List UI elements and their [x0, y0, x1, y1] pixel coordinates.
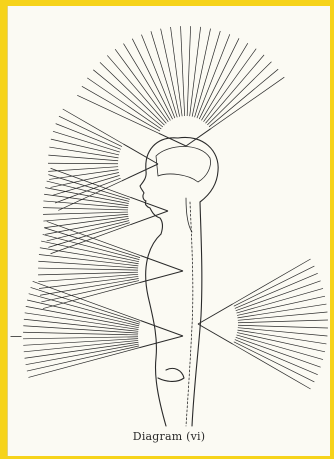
left-tick-mark: —: [10, 329, 22, 343]
anatomy-diagram: —: [8, 6, 330, 456]
arm-outline: [158, 368, 184, 381]
fan-ray: [207, 62, 271, 125]
fan-ray: [197, 34, 230, 118]
right-fan: [198, 259, 328, 389]
fan-ray: [47, 221, 141, 255]
fan-ray: [141, 35, 174, 119]
funnel-edge: [198, 324, 233, 344]
funnel-edge: [140, 336, 183, 348]
fan-ray: [211, 77, 285, 129]
fan-ray: [43, 208, 128, 210]
fan-ray: [234, 342, 315, 382]
fan-ray: [187, 26, 190, 116]
fan-ray: [63, 109, 124, 144]
fan-ray: [238, 320, 328, 323]
fan-ray: [238, 330, 327, 344]
fan-ray: [181, 26, 185, 116]
back-outline: [192, 202, 202, 426]
fan-ray: [47, 181, 130, 201]
chest-outline: [146, 234, 166, 426]
fan-ray: [26, 306, 139, 327]
fan-ray: [43, 212, 128, 214]
fan-ray: [234, 266, 315, 306]
fan-ray: [43, 214, 128, 221]
fan-ray: [51, 173, 119, 188]
fan-ray: [238, 304, 327, 318]
mouth-fan: [43, 168, 168, 254]
spine-column: [186, 202, 193, 426]
fan-ray: [41, 241, 139, 262]
lower-left-fan: [23, 281, 183, 377]
diagram-caption: Diagram (vi): [8, 430, 330, 443]
funnel-edge: [130, 197, 168, 211]
fan-ray: [115, 49, 168, 122]
fan-ray: [236, 335, 323, 360]
funnel-edge: [122, 164, 158, 181]
fan-ray: [51, 225, 131, 254]
fan-ray: [44, 194, 128, 205]
fan-ray: [238, 312, 328, 320]
fan-ray: [82, 86, 160, 131]
fan-ray: [238, 325, 328, 328]
fan-ray: [238, 328, 328, 336]
fan-ray: [29, 294, 140, 324]
fan-ray: [39, 254, 138, 265]
fan-ray: [41, 281, 139, 302]
fan-rays: [23, 26, 328, 389]
brain-mass: [156, 147, 211, 183]
funnel-edge: [198, 304, 233, 324]
fan-ray: [26, 344, 139, 365]
top-fan: [77, 26, 284, 146]
fan-ray: [23, 332, 138, 335]
fan-ray: [44, 216, 128, 227]
fan-ray: [236, 288, 323, 313]
fan-ray: [59, 116, 122, 146]
fan-ray: [38, 268, 138, 270]
fan-ray: [48, 167, 118, 172]
fan-ray: [38, 272, 138, 275]
illustration-frame: — Diagram (vi): [7, 6, 330, 456]
fan-ray: [43, 201, 128, 208]
fan-ray: [47, 221, 130, 241]
fan-ray: [45, 228, 140, 258]
fan-ray: [38, 261, 138, 268]
fan-ray: [58, 181, 121, 211]
funnel-edge: [141, 321, 183, 336]
fan-ray: [23, 337, 138, 339]
fan-ray: [56, 124, 121, 150]
head-back: [178, 137, 218, 202]
fan-ray: [28, 348, 139, 378]
